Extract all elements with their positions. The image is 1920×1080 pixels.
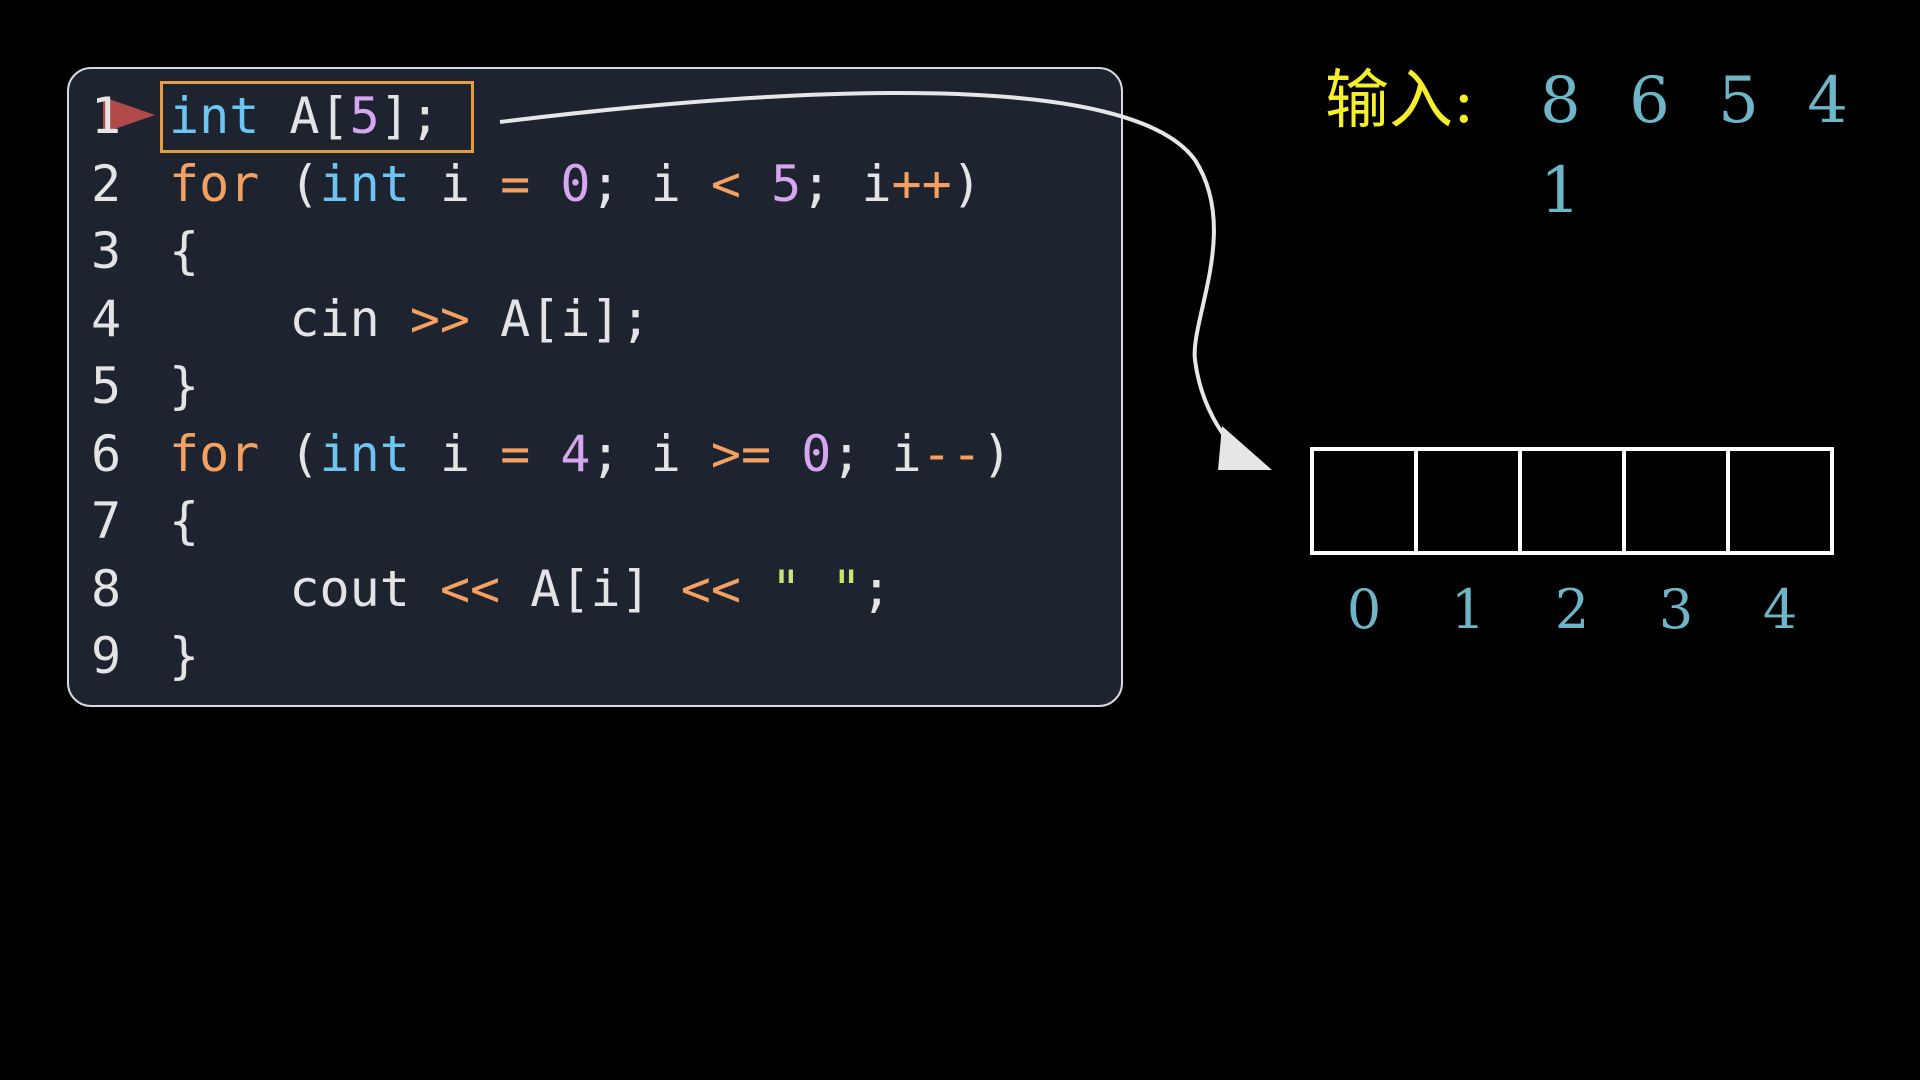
array-cell	[1726, 447, 1834, 555]
array-index-label: 3	[1658, 578, 1694, 641]
code-token: int	[319, 154, 410, 213]
line-number: 1	[91, 87, 122, 145]
code-token: A[i];	[470, 289, 651, 348]
code-token: for	[169, 424, 260, 483]
code-token: cout	[169, 559, 440, 618]
line-number: 5	[91, 357, 122, 415]
array-cells	[1310, 447, 1834, 555]
code-token: <<	[439, 559, 501, 618]
code-token: ++	[891, 154, 952, 213]
code-token: }	[169, 357, 200, 415]
code-token: --	[921, 424, 982, 483]
array-cell	[1310, 447, 1418, 555]
code-token: ; i	[590, 424, 711, 483]
input-label: 输入:	[1325, 64, 1475, 138]
code-token: (	[259, 424, 320, 483]
code-token: =	[500, 424, 531, 483]
code-text: {	[169, 488, 199, 555]
code-token: 0	[801, 424, 832, 483]
line-number: 8	[91, 559, 122, 618]
code-token: }	[169, 627, 200, 685]
code-token: A[	[259, 87, 350, 145]
code-token: <<	[680, 559, 741, 618]
code-token: <	[710, 154, 742, 213]
code-token: 4	[560, 424, 591, 483]
array-index-label: 2	[1554, 578, 1590, 641]
code-text: for (int i = 4; i >= 0; i--)	[169, 421, 1012, 488]
code-text: int A[5];	[169, 83, 440, 150]
code-token: for	[169, 154, 260, 213]
code-token: (	[259, 154, 320, 213]
code-token: " "	[771, 559, 862, 618]
triangle-pointer-icon	[103, 97, 155, 133]
code-token: 0	[560, 154, 591, 213]
code-token: cin	[169, 289, 410, 348]
code-text: }	[169, 623, 199, 690]
array-cell	[1518, 447, 1626, 555]
line-number: 7	[91, 492, 122, 550]
code-token: ; i	[590, 154, 711, 213]
code-token: 5	[349, 87, 380, 145]
line-number: 2	[91, 154, 122, 213]
code-text: {	[169, 218, 199, 285]
array-cell	[1622, 447, 1730, 555]
code-token: {	[169, 492, 200, 550]
code-token: A[i]	[500, 559, 681, 618]
code-token: i	[409, 424, 501, 483]
code-token: )	[951, 154, 982, 213]
code-token: int	[169, 87, 260, 145]
line-number: 4	[91, 289, 122, 348]
code-token: int	[319, 424, 410, 483]
array-cell	[1414, 447, 1522, 555]
code-text: cin >> A[i];	[169, 286, 651, 353]
code-token: >=	[710, 424, 772, 483]
code-token: ;	[861, 559, 892, 618]
highlight-box	[160, 81, 474, 153]
line-number: 9	[91, 627, 122, 685]
array-index-label: 0	[1346, 578, 1382, 641]
array-index-label: 1	[1450, 578, 1486, 641]
code-token: i	[409, 154, 501, 213]
input-values: 8 6 5 4 1	[1540, 64, 1862, 228]
array-index-label: 4	[1762, 578, 1798, 641]
code-token: 5	[771, 154, 802, 213]
code-token: {	[169, 222, 200, 280]
code-text: for (int i = 0; i < 5; i++)	[169, 151, 982, 218]
code-text: cout << A[i] << " ";	[169, 556, 892, 623]
code-token: =	[500, 154, 531, 213]
code-text: }	[169, 353, 199, 420]
code-token: )	[981, 424, 1012, 483]
line-number: 3	[91, 222, 122, 280]
line-number: 6	[91, 424, 122, 483]
code-token: >>	[409, 289, 471, 348]
code-token: ; i	[831, 424, 922, 483]
code-token: ; i	[801, 154, 892, 213]
code-token: ];	[379, 87, 440, 145]
